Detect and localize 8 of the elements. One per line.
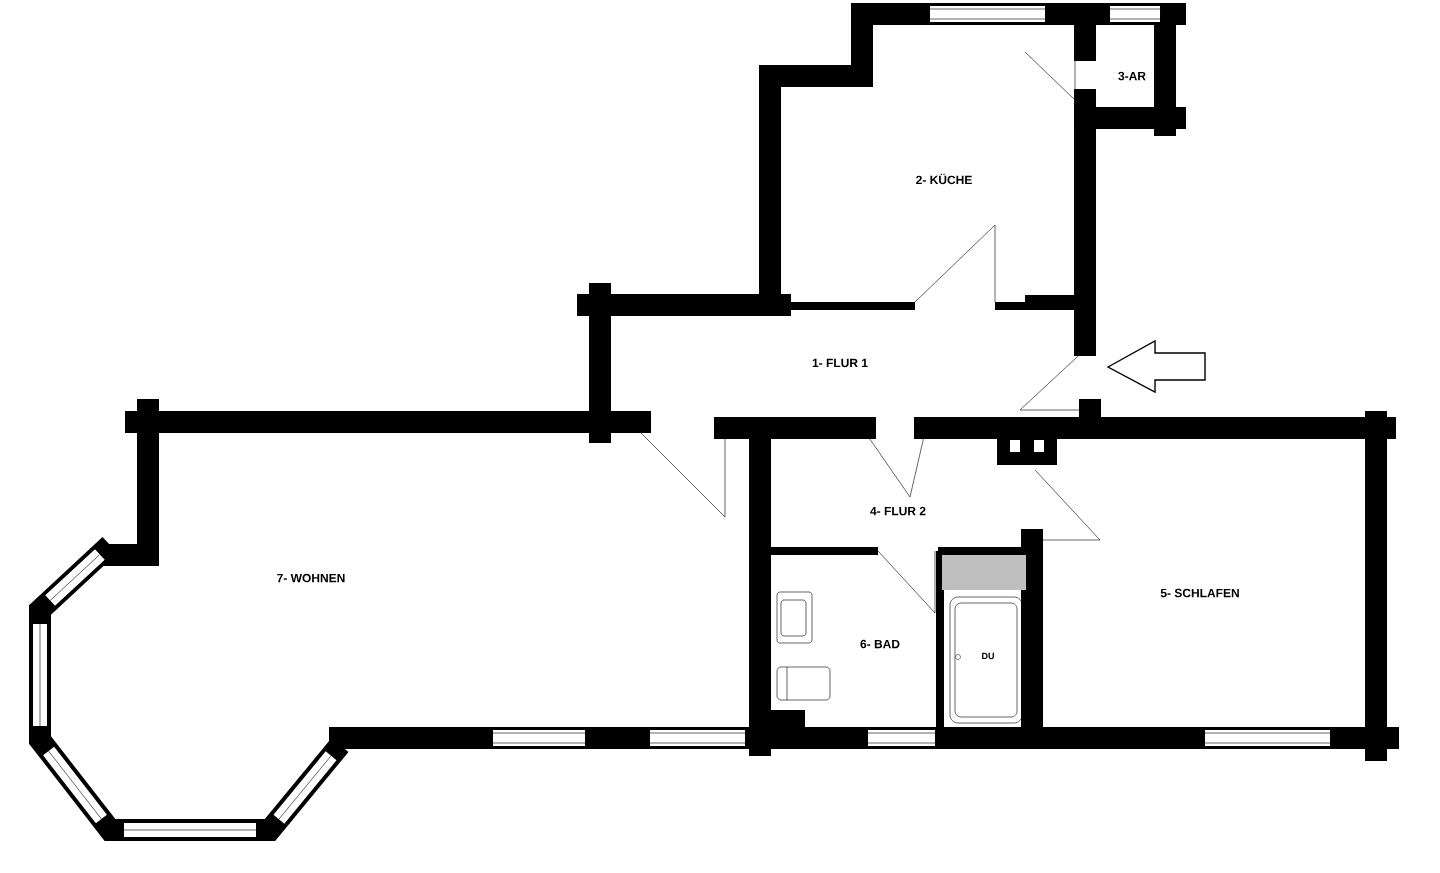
room-label: 5- SCHLAFEN [1160, 588, 1239, 598]
room-label: 1- FLUR 1 [812, 358, 868, 368]
room-label: 6- BAD [860, 639, 900, 649]
room-label: 3-AR [1118, 71, 1146, 81]
room-label: 4- FLUR 2 [870, 506, 926, 516]
room-label: 2- KÜCHE [916, 173, 972, 185]
room-label: DU [982, 652, 994, 660]
room-label: 7- WOHNEN [277, 573, 345, 583]
